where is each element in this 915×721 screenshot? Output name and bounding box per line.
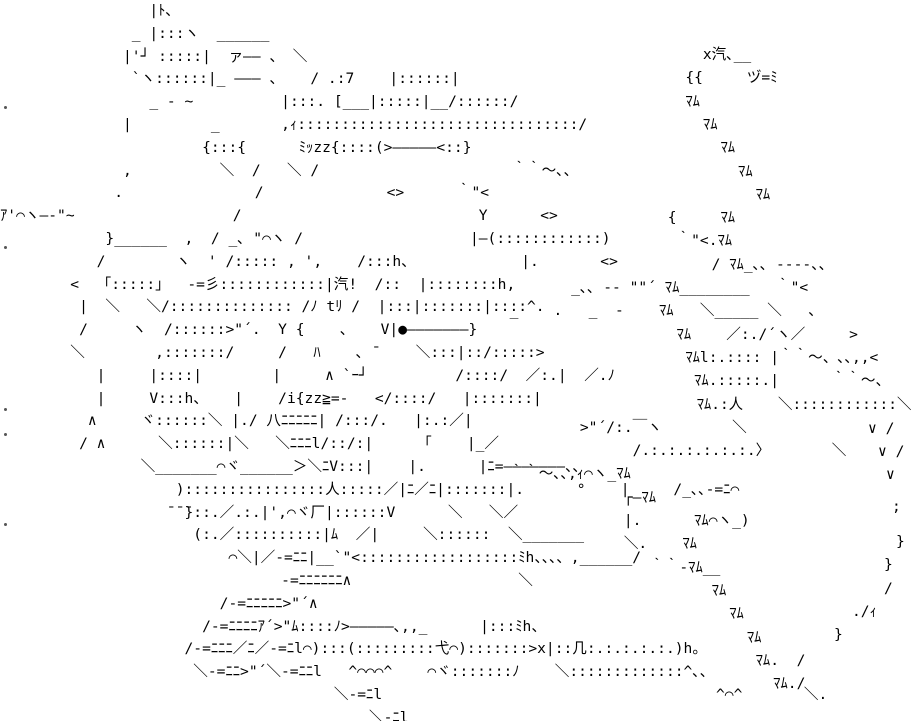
- ascii-art-line: }______ , / _､ "⌒ヽ / |―(::::::::::::): [0, 230, 611, 247]
- ascii-art-line: {:::{ ﾐｯzz{::::(>―――――<::}: [0, 138, 472, 156]
- ascii-art-line: ﾏﾑ: [0, 162, 753, 180]
- ascii-art-line: ﾏﾑ: [0, 185, 771, 203]
- ascii-art-line: ﾏﾑ. /: [0, 651, 806, 669]
- ascii-art-fragment: ∨ /: [868, 420, 895, 437]
- ascii-art-line: ﾏﾑ./: [0, 675, 806, 693]
- ascii-art-line: `ヽ::::::|_ ――― 、 / .:7 |::::::|: [0, 70, 460, 88]
- ascii-art-fragment: }: [884, 556, 893, 573]
- ascii-art-line: /-=ﾆﾆﾆﾆｱ´>"ﾑ::::ﾉ>―――――､,,_ |:::ﾐh、: [0, 617, 546, 635]
- ascii-art-line: |ﾄ､: [0, 2, 173, 19]
- ascii-art-line: _ - ~ |:::. [___|:::::|__/::::::/: [0, 93, 519, 111]
- ascii-art-line: ﾏﾑ ／:./´ヽ／ >: [0, 325, 858, 343]
- margin-dot: [4, 106, 7, 109]
- ascii-art-line: _､､ -- ""´ ﾏﾑ________ ｀"<: [0, 279, 809, 296]
- ascii-art-line: _ . _ - ﾏﾑ ＼_____ ＼ 、: [0, 302, 823, 320]
- ascii-art-line: ＼-=ﾆﾆ>"´＼-=ﾆﾆl ^⌒⌒⌒^ ⌒ヾ:::::::ﾉ ＼:::::::…: [0, 663, 715, 681]
- ascii-art-line: >"´/:.￣ヽ ＼: [0, 418, 747, 436]
- ascii-art-line: ̄ ̄ ̄}::.／.:.|',⌒ヾ厂|::::::V ＼ ＼／: [0, 503, 519, 521]
- margin-dot: [4, 523, 7, 526]
- ascii-art-line: ｀"<.ﾏﾑ: [0, 232, 733, 250]
- ascii-art-line: ＼-=ﾆl ^⌒^ ＼.: [0, 686, 828, 703]
- ascii-art-line: ｀｀～､､,ｨ⌒ヽ_ﾏﾑ: [0, 465, 631, 483]
- ascii-art-line: / ﾏﾑ_､､ ----、、: [0, 255, 834, 273]
- ascii-art-line: , ＼ / ＼ / ｀｀～､、: [0, 161, 579, 179]
- ascii-art-line: ＼ ,:::::::/ / ﾊ ､ ̄ ＼:::|::/:::::>: [0, 344, 545, 361]
- ascii-art-line: ＼_______⌒ヾ______＞＼ﾆV:::| |. |ﾆ=―――――――、、: [0, 458, 587, 475]
- ascii-art-line: ⌒＼|／-=ﾆﾆ|__`"<::::::::::::::::::ﾐh、、、、,_…: [0, 549, 642, 567]
- ascii-art-line: ＼. ﾏﾑ: [0, 535, 697, 553]
- ascii-art-line: . / <> ｀"<: [0, 184, 490, 202]
- ascii-art-line: )::::::::::::::::人:::::／|ﾆ／ﾆ|:::::::|. °…: [0, 480, 740, 498]
- ascii-art-line: | ＼ ＼/:::::::::::::: /ﾉ tﾘ / |:::|::::::…: [0, 298, 545, 316]
- ascii-art-line: < 「:::::」 -=彡::::::::::::|汽! /:: |::::::…: [0, 275, 516, 293]
- ascii-art-fragment: ∨ /: [878, 443, 905, 460]
- ascii-art-line: ﾏﾑ.:::::.| ｀｀～、: [0, 372, 891, 390]
- ascii-art-line: ﾏﾑl:.:::: |｀｀～、､､,,<: [0, 348, 879, 366]
- ascii-art-line: | |::::| | ∧ `ｰ┘ /::::/ ／:.| ／.ﾉ: [0, 366, 615, 384]
- ascii-art-line: ﾏﾑ: [0, 605, 744, 623]
- ascii-art-fragment: }: [896, 533, 905, 550]
- ascii-art-fragment: ;: [892, 498, 901, 515]
- ascii-art-line: / ヽ /::::::>"´. Y { 、 V|●―――――――}: [0, 321, 478, 339]
- ascii-art-line: / ∧ ＼::::::|＼ ＼ﾆﾆﾆl/::/:| 「 |_／: [0, 435, 500, 453]
- ascii-art-line: ∧ ヾ::::::＼ |./ 八ﾆﾆﾆﾆﾆ| /:::/. |:.:／|: [0, 412, 473, 430]
- ascii-art-line: /-=ﾆﾆﾆ／ﾆ／-=ﾆl⌒):::(:::::::::弋⌒):::::::>x…: [0, 640, 707, 658]
- ascii-art-fragment: ∨: [886, 466, 895, 483]
- margin-dot: [4, 408, 7, 411]
- ascii-art-line: ﾏﾑ: [0, 139, 736, 157]
- margin-dot: [4, 246, 7, 249]
- ascii-art-line: | V:::h、 | /i{zz≧=- </::::/ |:::::::|: [0, 389, 542, 407]
- ascii-art-line: {{ ヅ=ﾐ: [0, 69, 778, 87]
- ascii-art-line: /.:.:.:.:.:.:.〉 ＼: [0, 442, 847, 460]
- ascii-art-line: ﾏﾑ: [0, 115, 718, 133]
- ascii-art-line: /-=ﾆﾆﾆﾆﾆ>"´∧: [0, 594, 318, 612]
- ascii-art-line: (:.／::::::::::|ﾑ ／| ＼:::::: ＼_______: [0, 526, 585, 544]
- ascii-art-line: / ヽ ' /::::: , ', /:::h、 |. <>: [0, 252, 618, 270]
- ascii-art-line: ﾏﾑ.:人 ＼::::::::::::＼: [0, 395, 912, 413]
- ascii-art-fragment: ./ｨ: [852, 603, 877, 620]
- ascii-art-line: x汽､__: [0, 46, 752, 63]
- ascii-art-line: ＼-ﾆl: [0, 708, 409, 721]
- ascii-art-line: ｱ'⌒ヽ―-"~ / Y <>: [0, 207, 558, 225]
- ascii-art-line: |. ﾏﾑ⌒ヽ_): [0, 512, 750, 529]
- ascii-art-line: _ |:::ヽ ______: [0, 24, 270, 42]
- ascii-art-fragment: /: [884, 580, 893, 597]
- ascii-art-line: ┌―ﾏﾑ: [0, 488, 656, 506]
- ascii-art-line: ﾏﾑ: [0, 581, 727, 599]
- ascii-art-line: ﾏﾑ: [0, 92, 700, 110]
- ascii-art-line: |'┘ :::::| ァ―― 、 ＼: [0, 47, 308, 65]
- ascii-art-line: -=ﾆﾆﾆﾆﾆﾆ∧ ＼: [0, 572, 533, 589]
- ascii-art-line: { ﾏﾑ: [0, 209, 736, 227]
- ascii-art-line: ｀｀-ﾏﾑ__: [0, 558, 721, 576]
- ascii-art-line: | _ ,ｨ::::::::::::::::::::::::::::::::/: [0, 116, 588, 133]
- ascii-art-fragment: }: [834, 626, 843, 643]
- ascii-art-line: ﾏﾑ: [0, 628, 762, 646]
- margin-dot: [4, 433, 7, 436]
